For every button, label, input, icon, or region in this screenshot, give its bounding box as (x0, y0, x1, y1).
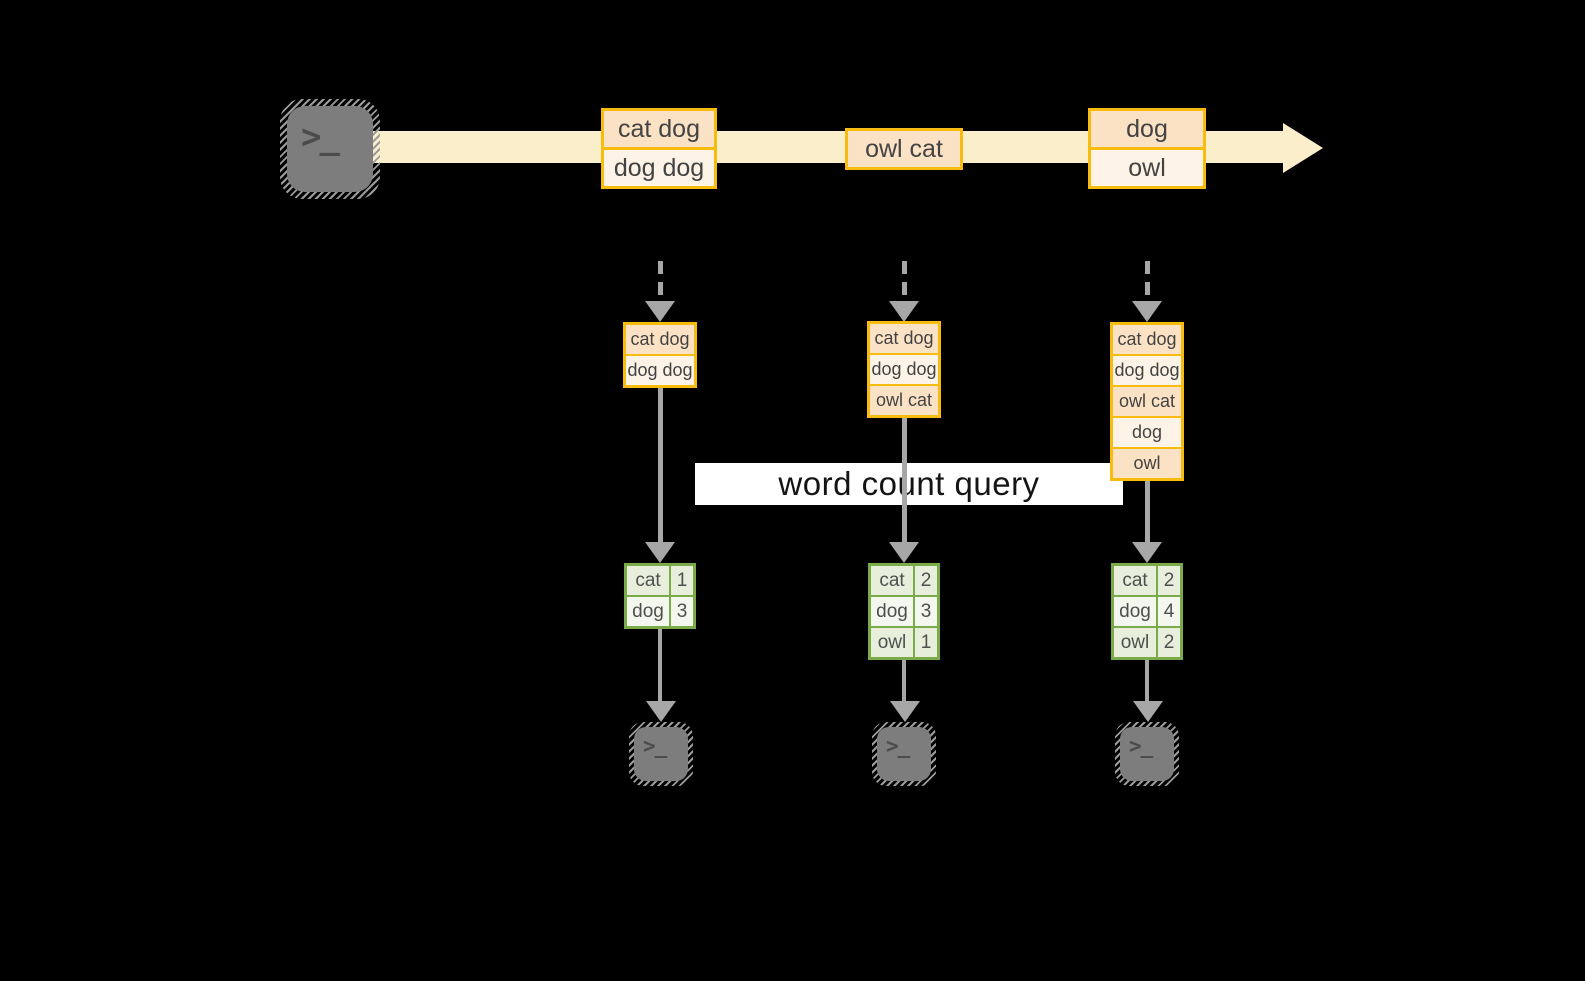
state-row: dog dog (1113, 354, 1181, 385)
dashed-arrow-2 (902, 261, 907, 301)
state-row: cat dog (1113, 325, 1181, 354)
state-buffer-2: cat dog dog dog owl cat (867, 321, 941, 418)
state-row: dog dog (626, 354, 694, 385)
table-to-sink-arrow-3 (1145, 660, 1149, 701)
state-to-table-arrow-3 (1145, 481, 1150, 542)
count-word: dog (1114, 597, 1156, 626)
stream-record-row: dog (1091, 111, 1203, 147)
query-banner: word count query (695, 463, 1123, 505)
terminal-prompt-glyph: >_ (301, 117, 340, 157)
terminal-body: >_ (877, 727, 931, 781)
stream-record-row: owl (1091, 147, 1203, 186)
stream-arrowhead-icon (1283, 123, 1323, 173)
terminal-body: >_ (287, 106, 373, 192)
table-to-sink-arrow-3-head (1133, 701, 1163, 722)
stream-record-box-3: dog owl (1088, 108, 1206, 189)
count-row: dog 4 (1114, 597, 1180, 626)
count-value: 4 (1158, 597, 1180, 626)
count-word: cat (1114, 566, 1156, 595)
terminal-body: >_ (1120, 727, 1174, 781)
stream-record-row: cat dog (604, 111, 714, 147)
dashed-arrow-2-head (889, 301, 919, 322)
table-to-sink-arrow-2-head (890, 701, 920, 722)
terminal-prompt-glyph: >_ (643, 734, 667, 758)
dashed-arrow-1 (658, 261, 663, 301)
state-row: owl cat (1113, 385, 1181, 416)
state-to-table-arrow-2-head (889, 542, 919, 563)
table-to-sink-arrow-1-head (646, 701, 676, 722)
dashed-arrow-3 (1145, 261, 1150, 301)
count-table-1: cat 1 dog 3 (624, 563, 696, 629)
count-value: 2 (1158, 566, 1180, 595)
count-value: 1 (915, 628, 937, 657)
count-row: cat 2 (871, 566, 937, 595)
state-row: owl cat (870, 384, 938, 415)
count-row: owl 1 (871, 628, 937, 657)
stream-record-row: dog dog (604, 147, 714, 186)
count-value: 2 (915, 566, 937, 595)
count-value: 3 (671, 597, 693, 626)
stream-record-box-2: owl cat (845, 128, 963, 170)
count-table-3: cat 2 dog 4 owl 2 (1111, 563, 1183, 660)
dashed-arrow-3-head (1132, 301, 1162, 322)
source-terminal-icon: >_ (280, 99, 380, 199)
state-to-table-arrow-1 (658, 388, 663, 542)
count-word: dog (871, 597, 913, 626)
count-word: dog (627, 597, 669, 626)
state-row: owl (1113, 447, 1181, 478)
stream-record-box-1: cat dog dog dog (601, 108, 717, 189)
sink-terminal-icon-1: >_ (629, 722, 693, 786)
state-to-table-arrow-3-head (1132, 542, 1162, 563)
count-value: 1 (671, 566, 693, 595)
table-to-sink-arrow-2 (902, 660, 906, 701)
terminal-prompt-glyph: >_ (886, 734, 910, 758)
state-row: cat dog (626, 325, 694, 354)
count-word: cat (627, 566, 669, 595)
count-value: 2 (1158, 628, 1180, 657)
count-value: 3 (915, 597, 937, 626)
dashed-arrow-1-head (645, 301, 675, 322)
count-word: owl (871, 628, 913, 657)
stream-record-row: owl cat (848, 131, 960, 167)
count-row: dog 3 (871, 597, 937, 626)
count-word: owl (1114, 628, 1156, 657)
sink-terminal-icon-3: >_ (1115, 722, 1179, 786)
count-row: cat 2 (1114, 566, 1180, 595)
count-row: dog 3 (627, 597, 693, 626)
table-to-sink-arrow-1 (658, 629, 662, 701)
query-banner-label: word count query (778, 465, 1040, 502)
state-to-table-arrow-1-head (645, 542, 675, 563)
state-row: dog dog (870, 353, 938, 384)
state-to-table-arrow-2 (902, 418, 907, 542)
sink-terminal-icon-2: >_ (872, 722, 936, 786)
count-table-2: cat 2 dog 3 owl 1 (868, 563, 940, 660)
count-word: cat (871, 566, 913, 595)
count-row: cat 1 (627, 566, 693, 595)
terminal-prompt-glyph: >_ (1129, 734, 1153, 758)
terminal-body: >_ (634, 727, 688, 781)
state-buffer-3: cat dog dog dog owl cat dog owl (1110, 322, 1184, 481)
state-buffer-1: cat dog dog dog (623, 322, 697, 388)
state-row: dog (1113, 416, 1181, 447)
state-row: cat dog (870, 324, 938, 353)
count-row: owl 2 (1114, 628, 1180, 657)
